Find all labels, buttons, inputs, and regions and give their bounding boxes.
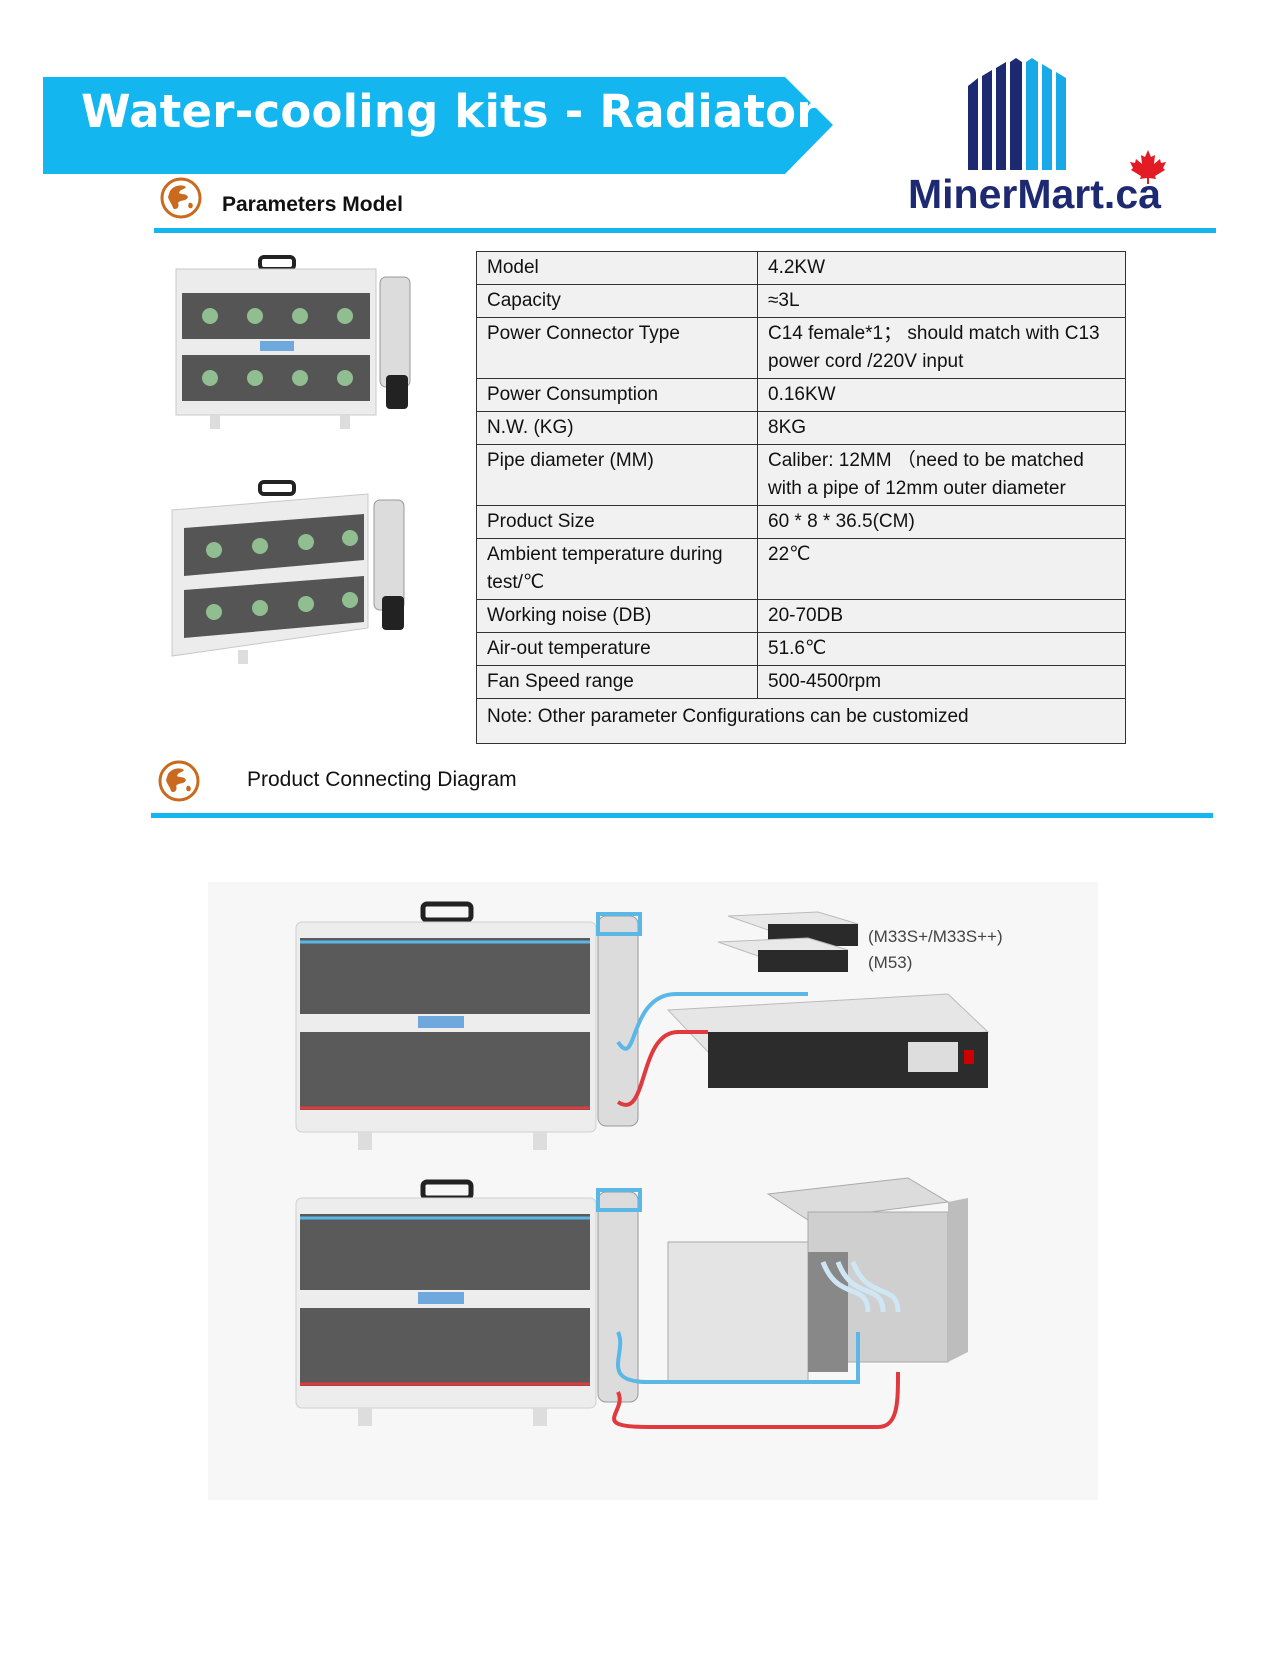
- spec-label: N.W. (KG): [476, 411, 758, 445]
- section-divider: [154, 228, 1216, 233]
- globe-icon: [158, 760, 200, 802]
- logo-wordmark: MinerMart.ca: [908, 171, 1161, 217]
- spec-value: 20-70DB: [757, 599, 1126, 633]
- minermart-logo: MinerMart.ca: [908, 52, 1168, 222]
- miner-label-1: (M33S+/M33S++): [868, 927, 1003, 946]
- spec-label: Power Consumption: [476, 378, 758, 412]
- spec-value: 0.16KW: [757, 378, 1126, 412]
- spec-value: Caliber: 12MM （need to be matched with a…: [757, 444, 1126, 506]
- radiator-angle-image: [171, 480, 405, 664]
- spec-label: Air-out temperature: [476, 632, 758, 666]
- spec-value: ≈3L: [757, 284, 1126, 318]
- spec-value: 51.6℃: [757, 632, 1126, 666]
- spec-row: N.W. (KG)8KG: [476, 411, 1126, 445]
- spec-row: Capacity≈3L: [476, 284, 1126, 318]
- spec-value: 60 * 8 * 36.5(CM): [757, 505, 1126, 539]
- spec-label: Product Size: [476, 505, 758, 539]
- radiator-unit-bottom: [295, 1179, 642, 1426]
- spec-note-row: Note: Other parameter Configurations can…: [476, 698, 1126, 744]
- miner-label-2: (M53): [868, 953, 912, 972]
- rack-miner: [666, 993, 990, 1088]
- section-title-diagram: Product Connecting Diagram: [247, 768, 517, 791]
- page-title: Water-cooling kits - Radiator: [81, 85, 819, 138]
- spec-label: Model: [476, 251, 758, 285]
- spec-value: 8KG: [757, 411, 1126, 445]
- spec-value: C14 female*1； should match with C13 powe…: [757, 317, 1126, 379]
- spec-value: 4.2KW: [757, 251, 1126, 285]
- section-title-parameters: Parameters Model: [222, 193, 403, 216]
- spec-value: 22℃: [757, 538, 1126, 600]
- maple-leaf-icon: [1130, 150, 1166, 184]
- hydro-miner: [667, 1177, 968, 1383]
- globe-icon: [160, 177, 202, 219]
- spec-row: Working noise (DB)20-70DB: [476, 599, 1126, 633]
- section-divider: [151, 813, 1213, 818]
- asic-miner-small: [717, 911, 859, 972]
- spec-label: Ambient temperature during test/℃: [476, 538, 758, 600]
- spec-label: Fan Speed range: [476, 665, 758, 699]
- spec-note: Note: Other parameter Configurations can…: [476, 698, 1126, 744]
- spec-value: 500-4500rpm: [757, 665, 1126, 699]
- logo-mark-icon: [968, 58, 1066, 170]
- spec-row: Pipe diameter (MM)Caliber: 12MM （need to…: [476, 444, 1126, 506]
- spec-label: Working noise (DB): [476, 599, 758, 633]
- radiator-unit-top: [295, 901, 642, 1150]
- spec-label: Capacity: [476, 284, 758, 318]
- radiator-front-image: [175, 255, 411, 429]
- title-banner: Water-cooling kits - Radiator: [43, 77, 833, 174]
- spec-label: Pipe diameter (MM): [476, 444, 758, 506]
- connecting-diagram: (M33S+/M33S++) (M53): [208, 882, 1098, 1500]
- spec-label: Power Connector Type: [476, 317, 758, 379]
